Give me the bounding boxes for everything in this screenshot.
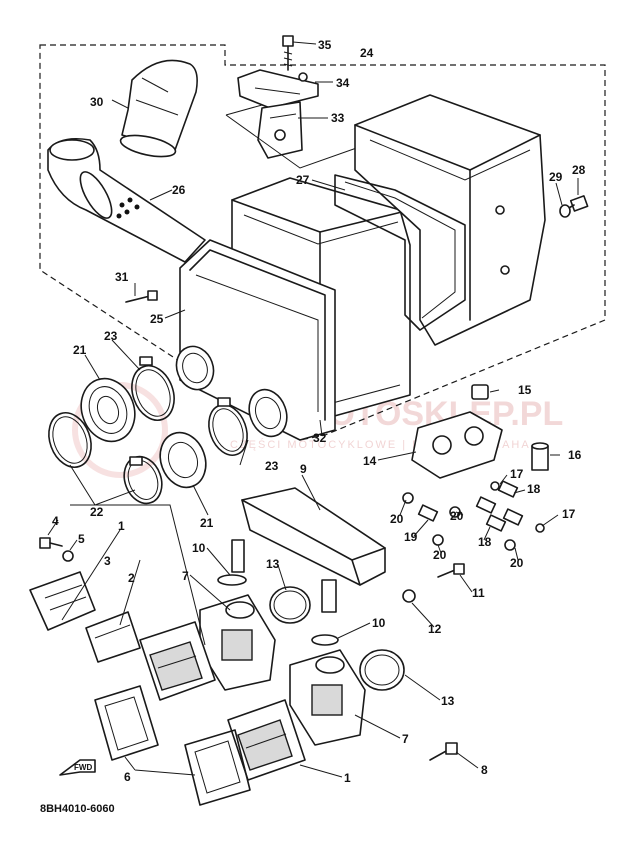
label-32: 32	[313, 431, 327, 445]
label-20a: 20	[390, 512, 404, 526]
part-1-reed-valve-b	[227, 699, 306, 781]
label-1a: 1	[118, 519, 125, 533]
label-14: 14	[363, 454, 377, 468]
part-18-hose-set	[417, 480, 524, 532]
label-9: 9	[300, 462, 307, 476]
label-21b: 21	[200, 516, 214, 530]
part-number-labels: 35 24 34 30 33 27 26 28 29 31 25 23 21 1…	[52, 38, 586, 785]
label-35: 35	[318, 38, 332, 52]
label-28: 28	[572, 163, 586, 177]
part-1-reed-valve-a	[139, 621, 216, 701]
part-13-clamp-b	[359, 649, 405, 691]
label-23a: 23	[104, 329, 118, 343]
label-3: 3	[104, 554, 111, 568]
part-2-reed	[85, 611, 141, 663]
label-6: 6	[124, 770, 131, 784]
label-4: 4	[52, 514, 59, 528]
label-17a: 17	[510, 467, 524, 481]
leader-lines	[47, 41, 579, 778]
part-34-bracket	[237, 69, 319, 109]
part-10-oring-b	[311, 634, 339, 646]
label-5: 5	[78, 532, 85, 546]
label-12: 12	[428, 622, 442, 636]
label-11: 11	[472, 586, 485, 600]
part-7-joint-a	[199, 594, 276, 691]
label-18a: 18	[527, 482, 541, 496]
part-5-washer	[62, 550, 74, 562]
label-29: 29	[549, 170, 563, 184]
part-10-oring-a	[217, 574, 247, 586]
part-21-boot-left	[80, 377, 136, 443]
label-17b: 17	[562, 507, 576, 521]
label-34: 34	[336, 76, 350, 90]
part-23-clamp-upper	[131, 356, 175, 421]
label-23b: 23	[265, 459, 279, 473]
part-6-gasket-a	[94, 685, 159, 761]
label-2: 2	[128, 571, 135, 585]
label-7a: 7	[182, 569, 189, 583]
label-13b: 13	[441, 694, 455, 708]
label-1b: 1	[344, 771, 351, 785]
label-24: 24	[360, 46, 374, 60]
part-33-holder	[225, 101, 366, 169]
part-29-washer	[559, 204, 571, 218]
label-13a: 13	[266, 557, 280, 571]
label-22: 22	[90, 505, 104, 519]
part-26-air-tube	[47, 137, 206, 263]
part-13-clamp-a	[269, 586, 311, 624]
part-11-bolt	[437, 563, 465, 578]
air-box-assembly-boundary	[39, 44, 606, 441]
part-22-clamp-lower	[123, 455, 163, 505]
part-3-stopper	[29, 571, 96, 631]
label-20c: 20	[433, 548, 447, 562]
part-6-gasket-b	[184, 729, 251, 806]
part-21-boot-upper	[175, 345, 215, 391]
part-15-cap	[471, 384, 489, 400]
part-21-boot-lower	[159, 431, 207, 489]
label-26: 26	[172, 183, 186, 197]
label-7b: 7	[402, 732, 409, 746]
part-4-screw	[39, 537, 63, 549]
part-8-bolt	[429, 742, 458, 761]
label-20b: 20	[450, 509, 464, 523]
label-19: 19	[404, 530, 418, 544]
part-12-nut	[402, 589, 416, 603]
front-arrow-icon: FWD	[59, 759, 96, 776]
diagram-code: 8BH4010-6060	[40, 803, 115, 815]
label-16: 16	[568, 448, 582, 462]
label-30: 30	[90, 95, 104, 109]
label-18b: 18	[478, 535, 492, 549]
part-top-cover	[354, 94, 546, 346]
label-27: 27	[296, 173, 310, 187]
part-30-duct	[119, 59, 198, 158]
part-9-chamber	[231, 487, 386, 613]
label-10a: 10	[192, 541, 206, 555]
part-7-joint-b	[289, 649, 366, 746]
label-20d: 20	[510, 556, 524, 570]
label-15: 15	[518, 383, 532, 397]
label-31: 31	[115, 270, 129, 284]
label-21a: 21	[73, 343, 87, 357]
part-31-screw	[125, 290, 158, 303]
label-33: 33	[331, 111, 345, 125]
label-8: 8	[481, 763, 488, 777]
part-14-flange	[411, 411, 503, 479]
part-16-collar	[531, 442, 549, 471]
part-27-gasket	[334, 174, 466, 331]
front-mark-label: FWD	[74, 763, 92, 772]
part-32-joint	[248, 388, 288, 438]
part-22-clamp-left	[48, 412, 92, 468]
label-25: 25	[150, 312, 164, 326]
part-25-element-cover	[179, 239, 336, 441]
part-35-bolt	[282, 35, 294, 71]
part-23-clamp-lower	[208, 397, 248, 456]
label-10b: 10	[372, 616, 386, 630]
